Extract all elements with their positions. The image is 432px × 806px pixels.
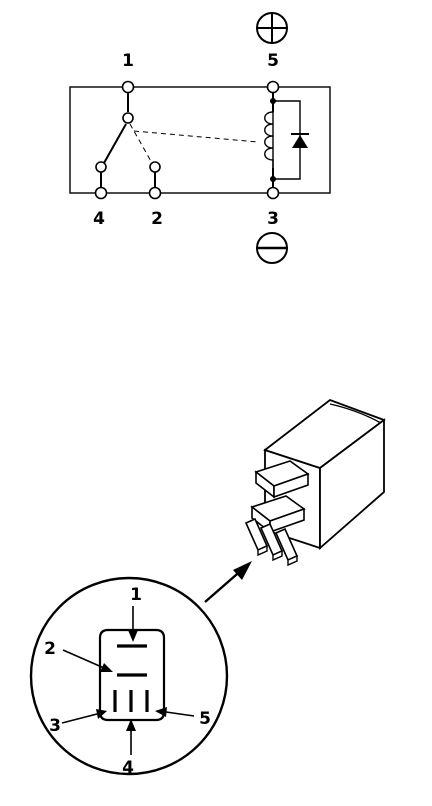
connector-callout: 1 2 3 4 5 [29, 576, 229, 778]
coil-icon [264, 111, 274, 168]
arrow-icon [204, 561, 252, 603]
terminal-3 [266, 186, 280, 200]
terminal-label-5: 5 [267, 51, 279, 71]
leader-arrow-pin-5 [155, 707, 195, 717]
leader-arrow-pin-3 [61, 709, 107, 724]
relay-blade-upper [254, 460, 310, 499]
terminal-label-2: 2 [151, 209, 163, 229]
switch-nc-contact [95, 161, 107, 173]
switch-arm [103, 123, 127, 164]
pin-label-2: 2 [44, 639, 56, 659]
relay-blades-lower [244, 517, 299, 567]
pin-label-3: 3 [49, 716, 61, 736]
pin-label-1: 1 [130, 585, 142, 605]
diode-icon [291, 133, 309, 148]
armature-linkage [133, 130, 259, 143]
junction-dot-bottom [270, 176, 276, 182]
plus-circle-icon [256, 12, 288, 44]
terminal-1 [121, 80, 135, 94]
terminal-label-4: 4 [93, 209, 105, 229]
junction-dot-top [270, 98, 276, 104]
diode-branch-wire [273, 100, 301, 180]
pin-label-5: 5 [199, 709, 211, 729]
relay-housing-outline [69, 86, 331, 194]
terminal-5 [266, 80, 280, 94]
minus-circle-icon [256, 232, 288, 264]
leader-arrow-pin-4 [126, 719, 136, 755]
relay-top-rim [329, 403, 382, 424]
terminal-label-3: 3 [267, 209, 279, 229]
terminal-2 [148, 186, 162, 200]
terminal-label-1: 1 [122, 51, 134, 71]
relay-schematic: 1 5 4 2 3 [69, 12, 331, 264]
pin-label-4: 4 [122, 758, 134, 778]
leader-arrow-pin-2 [62, 649, 113, 672]
relay-body-illustration [244, 398, 386, 567]
relay-side-face [319, 418, 385, 550]
switch-no-contact [149, 161, 161, 173]
switch-alt-position [129, 123, 153, 164]
terminal-4 [94, 186, 108, 200]
switch-pivot-contact [122, 112, 134, 124]
leader-arrow-pin-1 [128, 606, 138, 642]
